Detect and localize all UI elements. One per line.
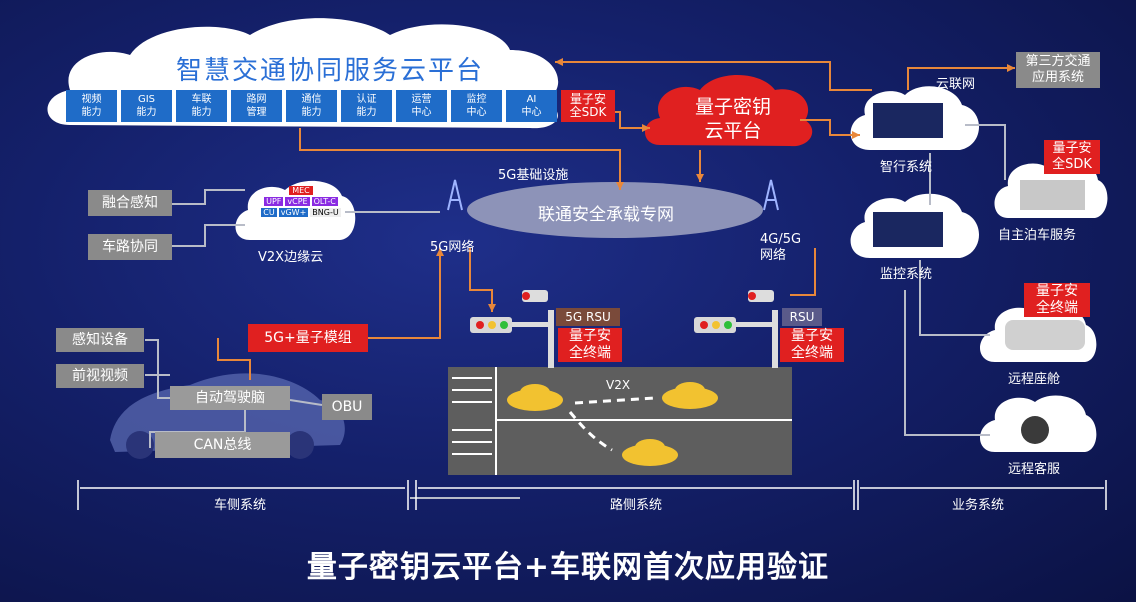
- capability-video: 视频 能力: [66, 90, 117, 122]
- capability-communication: 通信 能力: [286, 90, 337, 122]
- section-road-side: 路侧系统: [610, 498, 663, 513]
- tower-icon: [447, 179, 463, 211]
- car-icon: [662, 382, 718, 409]
- remote-cockpit-label: 远程座舱: [1008, 372, 1061, 387]
- edge-cloud-label: V2X边缘云: [258, 250, 324, 265]
- quantum-terminal-road-2: 量子安 全终端: [780, 328, 844, 362]
- headset-icon: [1021, 416, 1049, 444]
- quantum-cloud-label: 量子密钥 云平台: [694, 96, 771, 142]
- capability-gis: GIS 能力: [121, 90, 172, 122]
- monitor-screen-icon: [873, 212, 943, 247]
- capability-ai: AI 中心: [506, 90, 557, 122]
- obu-box: OBU: [322, 394, 372, 420]
- sensor-device-box: 感知设备: [56, 328, 144, 352]
- third-party-app-box: 第三方交通 应用系统: [1016, 52, 1100, 88]
- cloud-network-label: 云联网: [936, 77, 976, 92]
- capability-road-network: 路网 管理: [231, 90, 282, 122]
- cloud-platform-title: 智慧交通协同服务云平台: [175, 56, 484, 86]
- cockpit-seat-icon: [1005, 320, 1085, 350]
- camera-icon: [748, 290, 774, 302]
- tower-icon: [763, 179, 779, 211]
- footer-title: 量子密钥云平台+车联网首次应用验证: [306, 550, 830, 585]
- car-icon: [507, 384, 563, 411]
- smart-system-label: 智行系统: [880, 160, 933, 175]
- section-business: 业务系统: [952, 498, 1005, 513]
- module-vcpe: vCPE: [285, 197, 310, 206]
- capability-v2x: 车联 能力: [176, 90, 227, 122]
- quantum-sdk-right: 量子安 全SDK: [1044, 140, 1100, 174]
- edge-modules: MEC UPF vCPE OLT-C CU vGW+ BNG-U: [256, 186, 346, 217]
- module-vgw: vGW+: [278, 208, 309, 217]
- quantum-terminal-right: 量子安 全终端: [1024, 283, 1090, 317]
- parking-device-icon: [1020, 180, 1085, 210]
- section-vehicle-side: 车侧系统: [214, 498, 267, 513]
- rsu-label: RSU: [782, 308, 822, 326]
- module-mec: MEC: [289, 186, 313, 195]
- module-cu: CU: [261, 208, 277, 217]
- monitor-system-label: 监控系统: [880, 267, 933, 282]
- front-video-box: 前视视频: [56, 364, 144, 388]
- remote-service-label: 远程客服: [1008, 462, 1061, 477]
- fusion-perception-box: 融合感知: [88, 190, 172, 216]
- 5g-network-label: 5G网络: [430, 240, 475, 255]
- capability-row: 视频 能力 GIS 能力 车联 能力 路网 管理 通信 能力 认证 能力 运营 …: [66, 90, 615, 122]
- capability-monitoring: 监控 中心: [451, 90, 502, 122]
- module-upf: UPF: [264, 197, 284, 206]
- private-network-ellipse: [467, 182, 763, 238]
- can-bus-box: CAN总线: [155, 432, 290, 458]
- module-bng: BNG-U: [310, 208, 341, 217]
- car-icon: [622, 439, 678, 466]
- private-network-label: 联通安全承载专网: [538, 205, 674, 225]
- parking-service-label: 自主泊车服务: [998, 228, 1077, 243]
- module-olt: OLT-C: [311, 197, 338, 206]
- vehicle-road-coop-box: 车路协同: [88, 234, 172, 260]
- v2x-label: V2X: [606, 378, 631, 392]
- capability-auth: 认证 能力: [341, 90, 392, 122]
- quantum-sdk-box: 量子安 全SDK: [561, 90, 615, 122]
- monitor-screen-icon: [873, 103, 943, 138]
- 4g5g-network-label: 4G/5G 网络: [760, 232, 802, 263]
- capability-operations: 运营 中心: [396, 90, 447, 122]
- camera-icon: [522, 290, 548, 302]
- quantum-module-box: 5G+量子模组: [248, 324, 368, 352]
- autopilot-box: 自动驾驶脑: [170, 386, 290, 410]
- rsu-5g-label: 5G RSU: [556, 308, 620, 326]
- cloud-shape-quantum: [645, 75, 813, 147]
- 5g-infra-label: 5G基础设施: [498, 168, 569, 183]
- quantum-terminal-road-1: 量子安 全终端: [558, 328, 622, 362]
